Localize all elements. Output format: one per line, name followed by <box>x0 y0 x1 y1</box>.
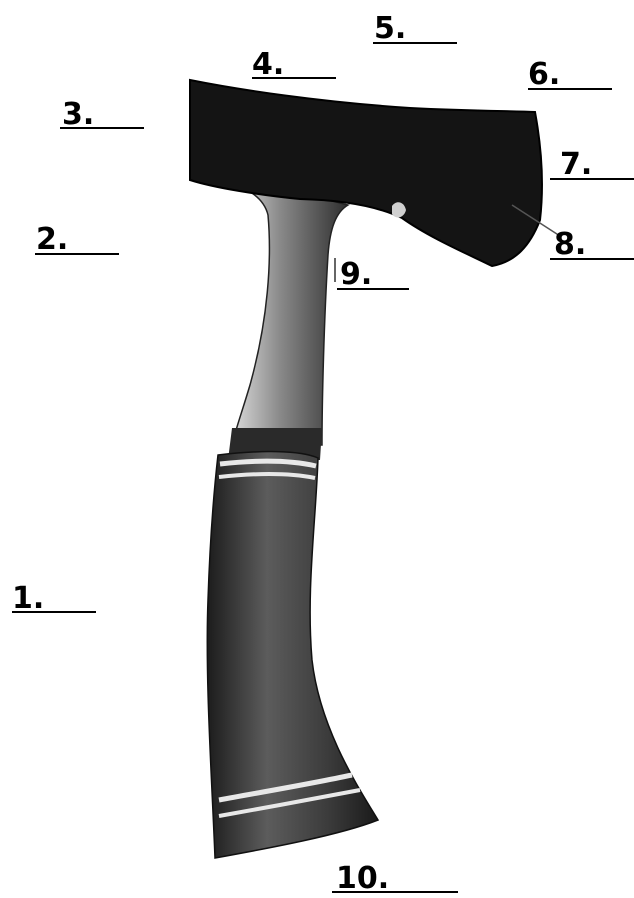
label-2: 2. <box>36 225 68 255</box>
label-6-line <box>528 88 612 90</box>
label-10-line <box>332 891 458 893</box>
label-6: 6. <box>528 60 560 90</box>
label-5-line <box>373 42 457 44</box>
hatchet-head <box>190 80 542 266</box>
label-10: 10. <box>336 864 389 894</box>
label-3-line <box>60 127 144 129</box>
label-5: 5. <box>374 14 406 44</box>
label-1: 1. <box>12 584 44 614</box>
hatchet-shaft <box>196 178 348 445</box>
label-7: 7. <box>560 150 592 180</box>
label-7-line <box>550 178 634 180</box>
label-3: 3. <box>62 100 94 130</box>
label-8-line <box>550 258 634 260</box>
label-4-line <box>252 77 336 79</box>
label-2-line <box>35 253 119 255</box>
label-9: 9. <box>340 260 372 290</box>
label-4: 4. <box>252 50 284 80</box>
label-1-line <box>12 611 96 613</box>
label-9-line <box>337 288 409 290</box>
label-8: 8. <box>554 230 586 260</box>
